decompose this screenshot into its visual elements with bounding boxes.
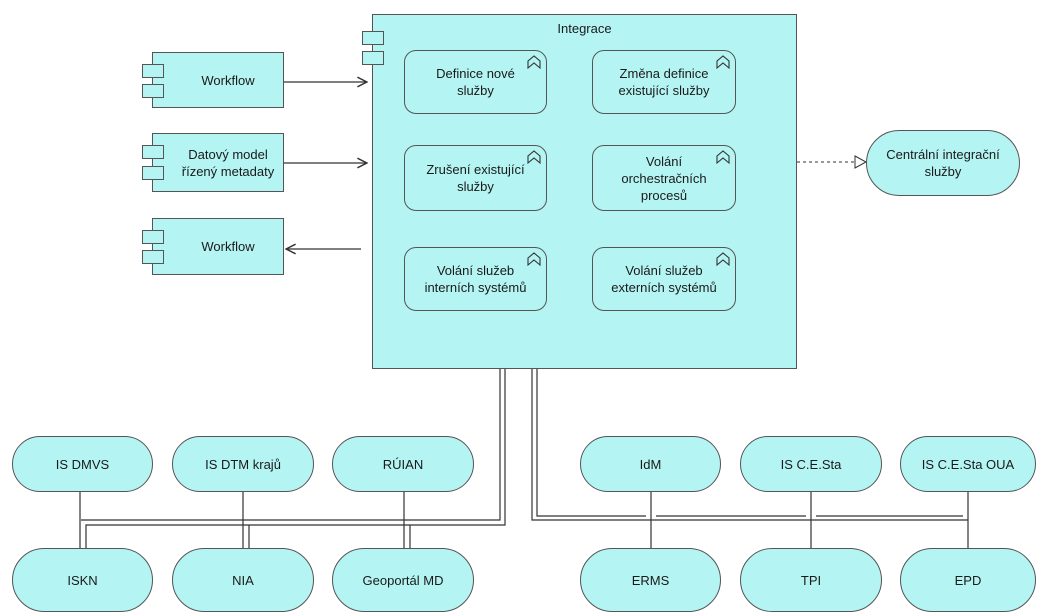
function-volani-internich[interactable]: Volání služeb interních systémů [404,247,547,311]
service-iskn[interactable]: ISKN [12,548,153,612]
service-idm[interactable]: IdM [580,436,721,492]
function-zmena-definice[interactable]: Změna definice existující služby [592,50,736,114]
function-definice-nove-sluzby[interactable]: Definice nové služby [404,50,547,114]
service-is-cesta[interactable]: IS C.E.Sta [740,436,882,492]
function-icon [716,150,730,165]
integrace-tab-top [362,31,384,45]
function-icon [527,150,541,165]
bus-right [531,369,969,548]
function-icon [527,252,541,267]
component-workflow-out[interactable]: Workflow [152,218,284,275]
service-is-dmvs[interactable]: IS DMVS [12,436,153,492]
service-nia[interactable]: NIA [172,548,314,612]
function-zruseni-sluzby[interactable]: Zrušení existující služby [404,145,547,211]
component-tab-bottom [142,84,164,98]
component-datovy-model[interactable]: Datový model řízený metadaty [152,133,284,192]
integrace-tab-bottom [362,51,384,65]
service-geoportal-md[interactable]: Geoportál MD [332,548,474,612]
service-tpi[interactable]: TPI [740,548,882,612]
service-epd[interactable]: EPD [900,548,1036,612]
component-tab-top [142,145,164,159]
function-volani-externich[interactable]: Volání služeb externích systémů [592,247,736,311]
function-icon [527,55,541,70]
component-tab-bottom [142,250,164,264]
service-centralni-integracni[interactable]: Centrální integrační služby [866,130,1020,196]
function-volani-orchestracnich[interactable]: Volání orchestračních procesů [592,145,736,211]
bus-left [79,369,506,548]
component-tab-top [142,230,164,244]
integrace-title: Integrace [557,21,612,36]
service-ruian[interactable]: RÚIAN [332,436,474,492]
service-erms[interactable]: ERMS [580,548,721,612]
component-tab-top [142,64,164,78]
service-is-cesta-oua[interactable]: IS C.E.Sta OUA [900,436,1036,492]
component-tab-bottom [142,166,164,180]
component-workflow-in[interactable]: Workflow [152,52,284,108]
function-icon [716,55,730,70]
service-is-dtm-kraju[interactable]: IS DTM krajů [172,436,314,492]
function-icon [716,252,730,267]
